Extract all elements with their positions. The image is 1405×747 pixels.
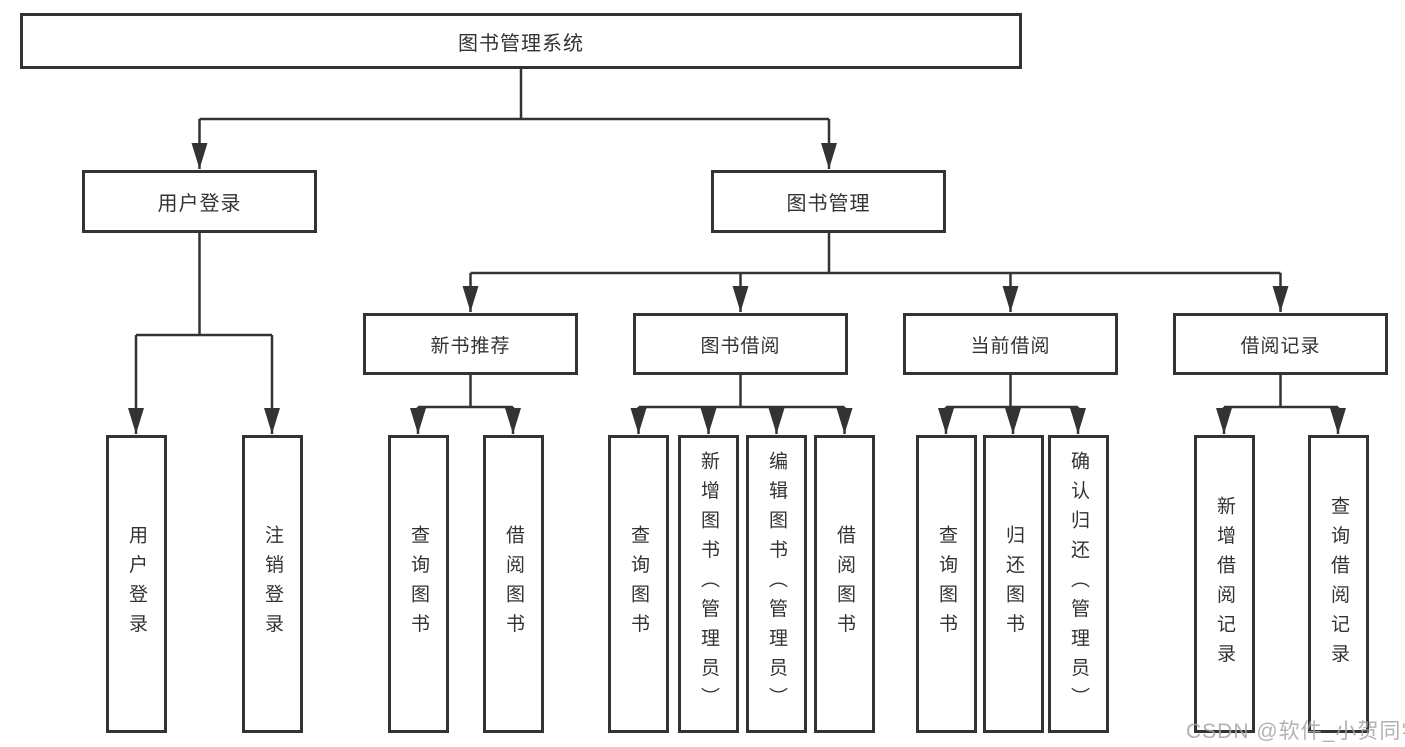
leaf-confirm-return-admin: 确认归还（管理员）	[1048, 435, 1109, 733]
leaf-add-book-admin: 新增图书（管理员）	[678, 435, 739, 733]
leaf-query-borrow-record: 查询借阅记录	[1308, 435, 1369, 733]
trunk-user-login	[136, 233, 272, 337]
node-label: 当前借阅	[970, 335, 1051, 357]
trunk-root	[199, 69, 829, 121]
node-book-borrowing: 图书借阅	[633, 313, 848, 375]
leaf-label: 借阅图书	[834, 525, 855, 643]
leaf-label: 用户登录	[126, 525, 147, 643]
csdn-watermark: CSDN @软件_小贺同学	[1186, 720, 1405, 743]
node-borrowing-records: 借阅记录	[1173, 313, 1388, 375]
leaf-query-books-current: 查询图书	[916, 435, 977, 733]
leaf-label: 新增图书（管理员）	[698, 451, 719, 717]
node-label: 图书管理系统	[458, 32, 584, 55]
node-library-system: 图书管理系统	[20, 13, 1022, 69]
leaf-add-borrow-record: 新增借阅记录	[1194, 435, 1255, 733]
leaf-borrow-books-borrowing: 借阅图书	[814, 435, 875, 733]
leaf-user-login: 用户登录	[106, 435, 167, 733]
leaf-label: 确认归还（管理员）	[1068, 451, 1089, 717]
leaf-label: 借阅图书	[503, 525, 524, 643]
node-label: 新书推荐	[430, 335, 511, 357]
leaf-label: 新增借阅记录	[1214, 495, 1235, 673]
node-current-borrowing: 当前借阅	[903, 313, 1118, 375]
node-label: 用户登录	[157, 193, 242, 215]
node-label: 借阅记录	[1240, 335, 1321, 357]
leaf-label: 查询图书	[936, 525, 957, 643]
leaf-edit-book-admin: 编辑图书（管理员）	[746, 435, 807, 733]
trunk-current-borrowing	[946, 375, 1078, 409]
trunk-borrowing-records	[1224, 375, 1338, 409]
leaf-return-books: 归还图书	[983, 435, 1044, 733]
leaf-label: 查询借阅记录	[1328, 495, 1349, 673]
leaf-query-books-recommend: 查询图书	[388, 435, 449, 733]
node-book-management: 图书管理	[711, 170, 946, 233]
trunk-new-book-recommend	[418, 375, 513, 409]
leaf-label: 归还图书	[1003, 525, 1024, 643]
leaf-logout: 注销登录	[242, 435, 303, 733]
node-new-book-recommend: 新书推荐	[363, 313, 578, 375]
node-label: 图书管理	[786, 193, 871, 215]
leaf-label: 编辑图书（管理员）	[766, 451, 787, 717]
trunk-book-borrowing	[638, 375, 845, 409]
leaf-label: 查询图书	[408, 525, 429, 643]
leaf-label: 注销登录	[262, 525, 283, 643]
node-label: 图书借阅	[700, 335, 781, 357]
trunk-book-management	[470, 233, 1281, 275]
node-user-login: 用户登录	[82, 170, 317, 233]
leaf-label: 查询图书	[628, 525, 649, 643]
leaf-borrow-books-recommend: 借阅图书	[483, 435, 544, 733]
leaf-query-books-borrowing: 查询图书	[608, 435, 669, 733]
